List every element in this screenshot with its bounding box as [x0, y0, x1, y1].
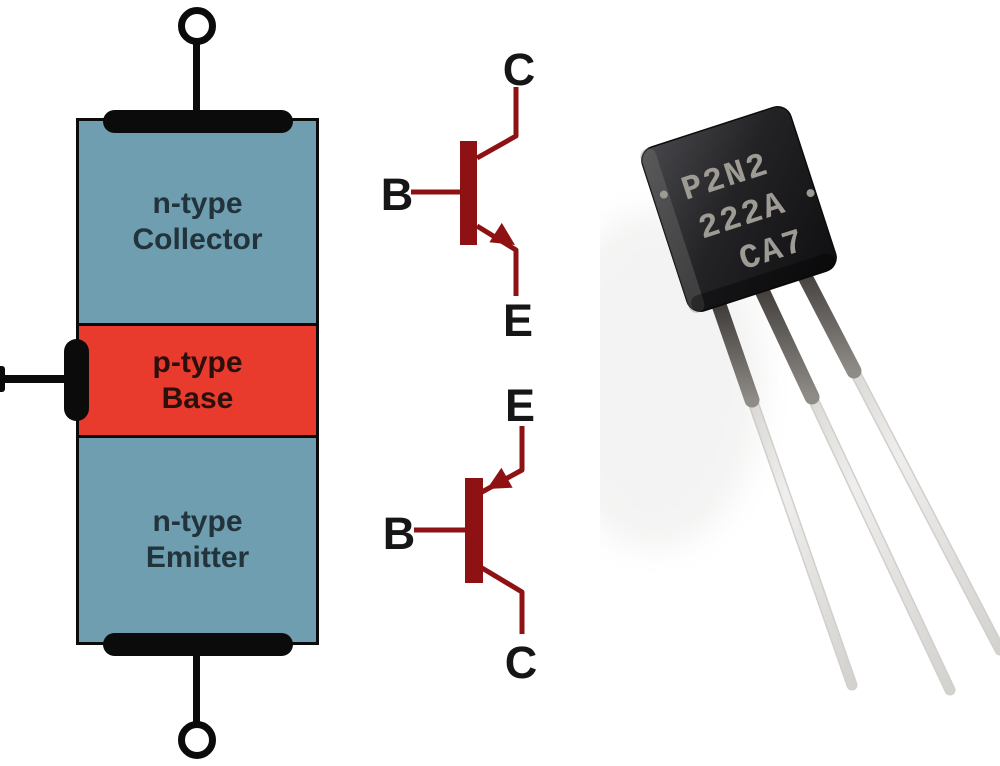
marking-dot-left: [659, 190, 668, 199]
pnp-base-bar: [465, 478, 483, 583]
lead-right-stub: [790, 255, 862, 379]
emitter-name-label: Emitter: [145, 541, 250, 574]
npn-emitter-letter: E: [503, 295, 533, 346]
lead-left-stub: [710, 294, 760, 408]
base-wire-end-stub: [0, 366, 5, 392]
base-type-label: p-type: [152, 345, 243, 379]
pnp-collector-lead-line: [480, 565, 525, 634]
collector-type-label: n-type: [152, 187, 243, 220]
emitter-wire: [193, 652, 200, 724]
base-electrode-bar: [64, 339, 89, 421]
base-name-label: Base: [161, 381, 234, 415]
package-leads: [710, 255, 1000, 696]
npn-layer-stack: n-type Collector p-type Base n-type Emit…: [76, 118, 319, 645]
collector-wire: [193, 42, 200, 115]
pnp-symbol: E B C: [383, 380, 538, 688]
lead-middle-stub: [750, 274, 820, 405]
emitter-type-label: n-type: [152, 505, 243, 538]
package-body: [641, 105, 837, 313]
collector-terminal-circle: [178, 7, 216, 45]
npn-base-letter: B: [381, 169, 414, 220]
base-region: p-type Base: [79, 323, 316, 438]
pnp-base-letter: B: [383, 508, 416, 559]
collector-electrode-bar: [103, 110, 293, 133]
marking-dot-right: [806, 189, 815, 198]
emitter-electrode-bar: [103, 633, 293, 656]
npn-symbol: C B E: [381, 44, 536, 346]
pnp-emitter-letter: E: [505, 380, 535, 431]
package-left-facet: [640, 148, 705, 313]
pnp-collector-letter: C: [505, 637, 538, 688]
npn-collector-lead-line: [475, 87, 519, 161]
npn-emitter-lead-line: [475, 223, 519, 296]
base-wire: [0, 375, 66, 383]
emitter-region: n-type Emitter: [79, 438, 316, 642]
npn-base-bar: [460, 141, 477, 245]
collector-region: n-type Collector: [79, 121, 316, 323]
to92-package: P2N2 222A CA7: [640, 105, 837, 313]
transistor-photo: P2N2 222A CA7: [600, 105, 1000, 696]
schematic-symbols: C B E E B C: [381, 44, 538, 688]
collector-name-label: Collector: [132, 223, 263, 256]
pnp-emitter-arrow-icon: [487, 467, 513, 489]
package-bottom-facet: [691, 253, 835, 312]
npn-emitter-arrow-icon: [489, 222, 515, 245]
npn-collector-letter: C: [503, 44, 536, 95]
emitter-terminal-circle: [178, 721, 216, 759]
